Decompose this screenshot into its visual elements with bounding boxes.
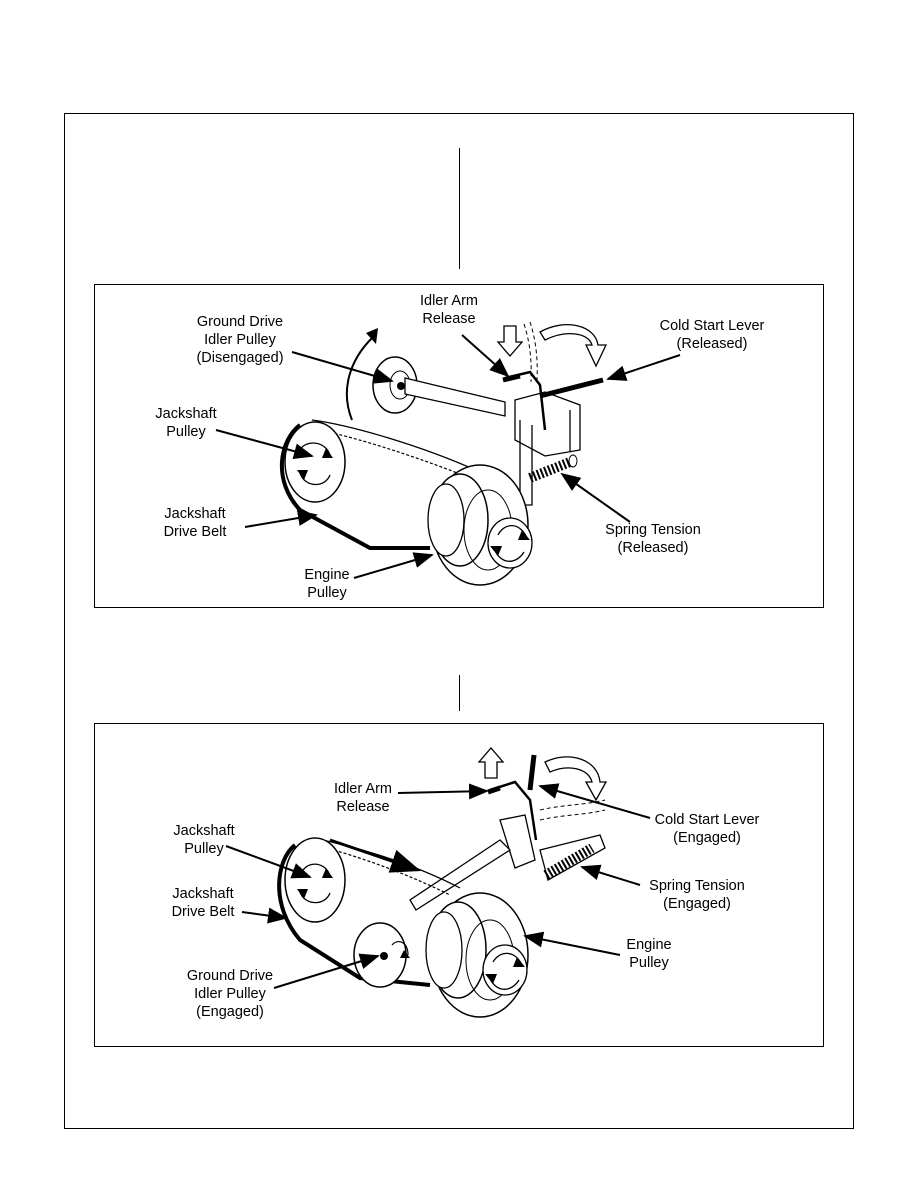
leader-jackshaft-pulley <box>225 845 312 879</box>
bracket <box>514 391 581 457</box>
label-jackshaft-pulley: Jackshaft Pulley <box>173 823 235 857</box>
label-spring-tension: Spring Tension (Engaged) <box>649 878 745 912</box>
curved-arrow-cold-start <box>539 324 608 368</box>
label-idler-arm-release: Idler Arm Release <box>333 781 392 815</box>
leader-jackshaft-drive-belt <box>244 510 318 528</box>
curved-arrow-cold-start <box>544 756 608 802</box>
cold-start-lever <box>539 377 604 399</box>
up-arrow <box>477 747 505 779</box>
leader-idler-arm-release <box>397 783 489 800</box>
figure-released-frame <box>94 284 824 608</box>
jackshaft-pulley <box>284 837 346 923</box>
cold-start-lever <box>527 754 537 791</box>
divider-line-middle <box>459 675 460 711</box>
rotation-arrow-idler <box>345 337 373 421</box>
belt-motion-arrow <box>329 838 421 873</box>
bracket <box>499 814 536 869</box>
label-spring-tension: Spring Tension (Released) <box>605 522 701 556</box>
idler-arm-shaft <box>409 839 512 911</box>
page-frame <box>64 113 854 1129</box>
leader-engine-pulley <box>523 931 621 956</box>
leader-idler-arm-release <box>461 334 510 378</box>
down-arrow <box>496 325 524 357</box>
spring-engaged <box>543 843 595 880</box>
jackshaft-pulley <box>284 421 346 503</box>
label-cold-start-lever: Cold Start Lever (Engaged) <box>654 812 760 846</box>
leader-spring-tension <box>560 472 631 523</box>
leader-jackshaft-pulley <box>215 429 314 460</box>
divider-line-top <box>459 148 460 269</box>
spring-released <box>528 454 578 483</box>
jackshaft-drive-belt <box>277 843 431 987</box>
label-engine-pulley: Engine Pulley <box>626 937 672 971</box>
label-ground-drive-idler-pulley: Ground Drive Idler Pulley (Disengaged) <box>196 314 284 366</box>
label-idler-arm-release: Idler Arm Release <box>419 293 478 327</box>
label-jackshaft-drive-belt: Jackshaft Drive Belt <box>171 886 235 920</box>
label-engine-pulley: Engine Pulley <box>304 567 350 601</box>
leader-engine-pulley <box>353 552 434 579</box>
idler-arm-shaft <box>404 377 506 417</box>
label-cold-start-lever: Cold Start Lever (Released) <box>659 318 765 352</box>
label-jackshaft-drive-belt: Jackshaft Drive Belt <box>163 506 227 540</box>
leader-ground-drive-idler <box>291 351 394 384</box>
leader-cold-start-lever <box>606 354 681 381</box>
idler-pulley-engaged <box>353 922 407 988</box>
leader-jackshaft-drive-belt <box>241 907 288 924</box>
label-jackshaft-pulley: Jackshaft Pulley <box>155 406 217 440</box>
jackshaft-drive-belt <box>279 423 430 550</box>
label-ground-drive-idler-pulley: Ground Drive Idler Pulley (Engaged) <box>186 968 274 1020</box>
leader-cold-start-lever <box>538 783 651 819</box>
figure-engaged-frame <box>94 723 824 1047</box>
leader-ground-drive-idler <box>273 953 380 989</box>
leader-spring-tension <box>580 864 641 886</box>
idler-arm-release-lever <box>489 780 538 841</box>
rotation-arrow-idler-head <box>366 328 378 344</box>
